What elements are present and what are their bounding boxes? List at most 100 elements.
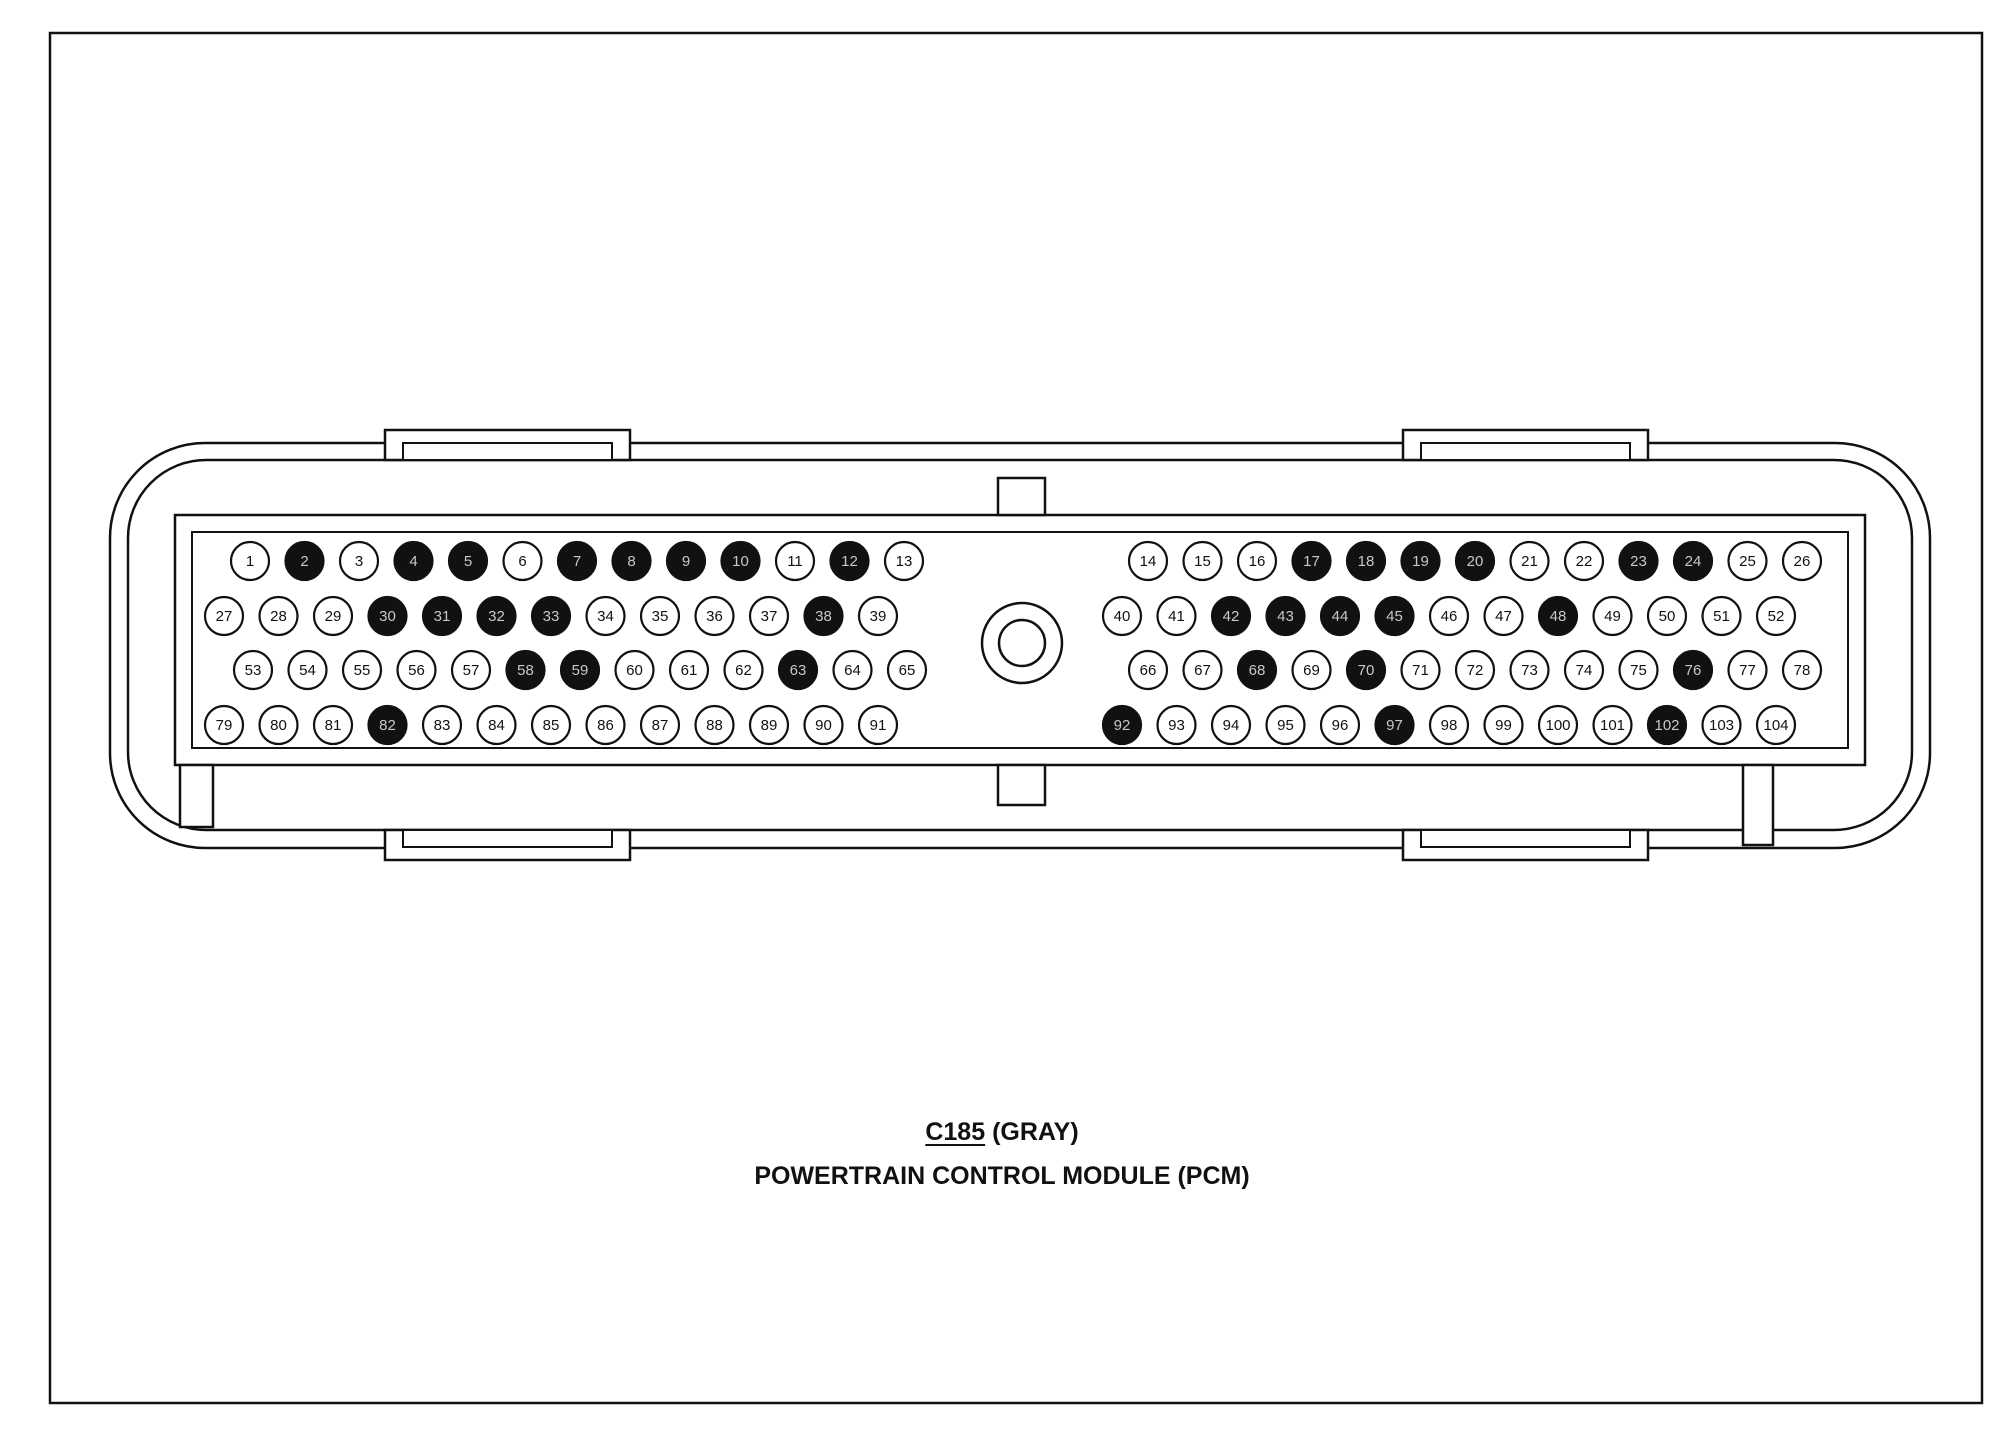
pin-93: 93 (1156, 704, 1197, 746)
pin-circle (1646, 704, 1688, 746)
pin-circle (1618, 649, 1659, 691)
pin-circle (284, 540, 325, 582)
pin-circle (1291, 540, 1332, 582)
pin-circle (1509, 649, 1550, 691)
pin-circle (694, 595, 735, 637)
pin-circle (1265, 595, 1306, 637)
pin-circle (748, 595, 790, 637)
pin-number: 51 (1713, 608, 1730, 625)
pin-53: 53 (232, 649, 274, 691)
pin-84: 84 (476, 704, 517, 746)
pin-number: 5 (464, 553, 472, 570)
pin-88: 88 (694, 704, 735, 746)
pin-68: 68 (1236, 649, 1278, 691)
pin-circle (258, 595, 299, 637)
pin-number: 47 (1495, 608, 1512, 625)
pin-number: 15 (1194, 553, 1211, 570)
pin-number: 36 (706, 608, 723, 625)
pin-80: 80 (258, 704, 299, 746)
pin-circle (1156, 704, 1197, 746)
pin-30: 30 (367, 595, 408, 637)
pin-circle (1781, 649, 1823, 691)
pin-number: 55 (354, 662, 371, 679)
pin-number: 32 (488, 608, 505, 625)
pin-circle (1319, 595, 1361, 637)
pin-number: 94 (1223, 717, 1240, 734)
connector-color: (GRAY) (992, 1118, 1079, 1146)
pin-number: 30 (379, 608, 396, 625)
pin-number: 56 (408, 662, 425, 679)
pin-circle (338, 540, 380, 582)
side-post-left (178, 763, 215, 829)
pin-number: 102 (1654, 717, 1679, 734)
pin-number: 12 (841, 553, 858, 570)
pin-circle (748, 704, 790, 746)
pin-circle (312, 704, 354, 746)
pin-3: 3 (338, 540, 380, 582)
pin-27: 27 (203, 595, 245, 637)
pin-circle (1454, 649, 1496, 691)
pin-number: 48 (1550, 608, 1567, 625)
pin-number: 42 (1223, 608, 1240, 625)
pin-91: 91 (857, 704, 899, 746)
pin-89: 89 (748, 704, 790, 746)
pin-number: 66 (1140, 662, 1157, 679)
pin-number: 71 (1412, 662, 1429, 679)
latch-tab-top-left (383, 428, 632, 462)
pin-92: 92 (1101, 704, 1143, 746)
pin-number: 75 (1630, 662, 1647, 679)
pin-circle (803, 595, 844, 637)
pin-98: 98 (1428, 704, 1470, 746)
pin-31: 31 (421, 595, 463, 637)
pin-56: 56 (396, 649, 437, 691)
pin-67: 67 (1182, 649, 1223, 691)
pin-number: 103 (1709, 717, 1734, 734)
pin-circle (832, 649, 873, 691)
pin-72: 72 (1454, 649, 1496, 691)
pin-number: 104 (1763, 717, 1788, 734)
pin-number: 31 (434, 608, 451, 625)
pin-number: 9 (682, 553, 690, 570)
pin-57: 57 (450, 649, 492, 691)
pin-78: 78 (1781, 649, 1823, 691)
pin-11: 11 (774, 540, 816, 582)
pin-number: 21 (1521, 553, 1538, 570)
pin-32: 32 (476, 595, 517, 637)
pin-circle (1755, 704, 1797, 746)
pin-circle (1781, 540, 1823, 582)
pin-number: 6 (518, 553, 526, 570)
pin-number: 63 (790, 662, 807, 679)
pin-number: 2 (300, 553, 308, 570)
pin-circle (720, 540, 761, 582)
side-post-right (1741, 763, 1775, 847)
pin-number: 76 (1685, 662, 1702, 679)
pin-circle (883, 540, 925, 582)
pin-82: 82 (367, 704, 408, 746)
pin-number: 45 (1386, 608, 1403, 625)
pin-circle (312, 595, 354, 637)
pin-9: 9 (665, 540, 707, 582)
pin-number: 83 (434, 717, 451, 734)
pin-circle (639, 595, 681, 637)
center-key-top (996, 476, 1047, 517)
pin-94: 94 (1210, 704, 1252, 746)
pin-circle (287, 649, 328, 691)
pin-circle (502, 540, 543, 582)
pin-61: 61 (668, 649, 710, 691)
pin-circle (367, 595, 408, 637)
pin-circle (1127, 649, 1169, 691)
pin-64: 64 (832, 649, 873, 691)
pin-number: 46 (1441, 608, 1458, 625)
pin-circle (1563, 649, 1605, 691)
pin-25: 25 (1727, 540, 1768, 582)
pin-circle (530, 595, 572, 637)
center-bolt-inner (997, 618, 1047, 668)
pin-circle (1537, 595, 1579, 637)
pin-10: 10 (720, 540, 761, 582)
pin-circle (857, 595, 899, 637)
connector-caption: C185 (GRAY) (0, 1118, 2004, 1147)
pin-83: 83 (421, 704, 463, 746)
pin-circle (1319, 704, 1361, 746)
pin-86: 86 (585, 704, 626, 746)
